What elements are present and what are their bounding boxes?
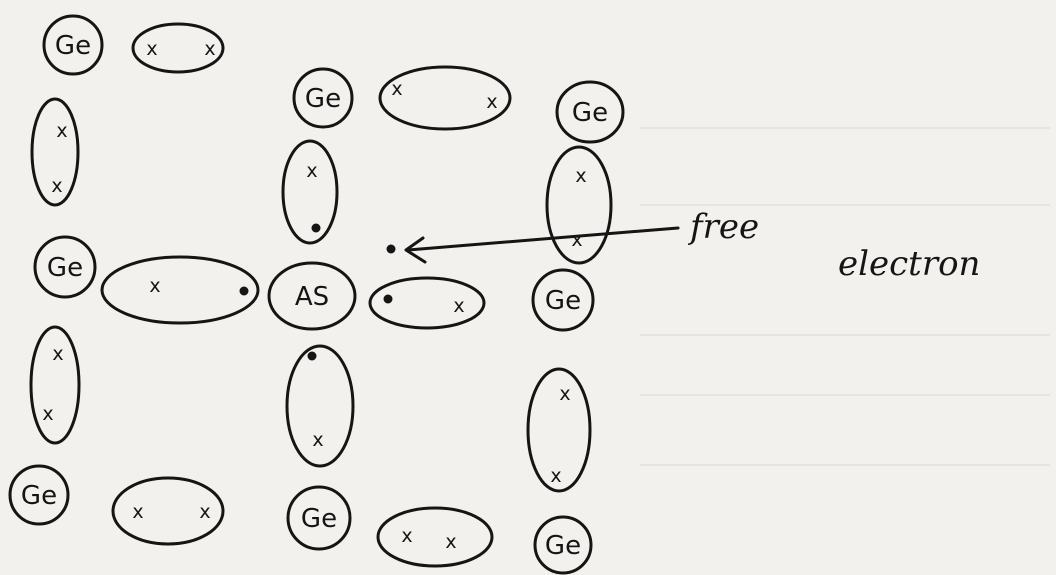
- svg-text:x: x: [42, 403, 53, 425]
- svg-text:x: x: [199, 501, 210, 523]
- svg-text:x: x: [51, 175, 62, 197]
- free-electron-dot: [386, 244, 396, 254]
- svg-text:x: x: [132, 501, 143, 523]
- svg-text:Ge: Ge: [55, 31, 91, 61]
- bond-middle-left-horizontal: x: [100, 255, 260, 325]
- svg-text:x: x: [306, 160, 317, 182]
- bond-bottom-left-horizontal: x x: [111, 476, 225, 546]
- atom-ge-top-left: Ge: [42, 14, 104, 76]
- free-electron-arrow: [404, 226, 680, 264]
- svg-text:x: x: [550, 465, 561, 487]
- atom-ge-top-middle: Ge: [292, 67, 354, 129]
- svg-text:Ge: Ge: [305, 84, 341, 114]
- bond-top-right-horizontal: x x: [378, 65, 512, 131]
- bond-bottom-right-horizontal: x x: [376, 506, 494, 568]
- annotation-electron-label: electron: [838, 244, 980, 284]
- svg-text:x: x: [312, 429, 323, 451]
- svg-text:x: x: [453, 295, 464, 317]
- svg-text:x: x: [56, 120, 67, 142]
- atom-ge-bottom-right: Ge: [533, 515, 593, 575]
- annotation-free-label: free: [687, 207, 759, 247]
- bond-left-lower-vertical: x x: [29, 325, 81, 445]
- svg-text:x: x: [571, 229, 582, 251]
- atom-as-center: AS: [267, 261, 357, 331]
- svg-text:Ge: Ge: [21, 481, 57, 511]
- svg-text:Ge: Ge: [572, 98, 608, 128]
- svg-text:Ge: Ge: [301, 504, 337, 534]
- svg-text:x: x: [575, 165, 586, 187]
- bond-middle-right-horizontal: x: [368, 276, 486, 330]
- atom-ge-middle-left: Ge: [33, 235, 97, 299]
- svg-text:x: x: [146, 38, 157, 60]
- atom-ge-top-right: Ge: [555, 80, 625, 144]
- bond-top-left-horizontal: x x: [131, 22, 225, 74]
- bond-left-upper-vertical: x x: [30, 97, 80, 207]
- svg-text:x: x: [52, 343, 63, 365]
- svg-text:x: x: [204, 38, 215, 60]
- svg-text:Ge: Ge: [545, 286, 581, 316]
- atom-ge-middle-right: Ge: [531, 268, 595, 332]
- bond-right-upper-vertical: x x: [545, 145, 613, 265]
- svg-text:x: x: [559, 383, 570, 405]
- svg-text:x: x: [401, 525, 412, 547]
- atom-ge-bottom-middle: Ge: [286, 485, 352, 551]
- svg-text:x: x: [391, 78, 402, 100]
- svg-text:x: x: [445, 531, 456, 553]
- atom-ge-bottom-left: Ge: [8, 464, 70, 526]
- svg-text:x: x: [149, 275, 160, 297]
- svg-text:x: x: [486, 91, 497, 113]
- svg-text:Ge: Ge: [545, 531, 581, 561]
- svg-text:AS: AS: [295, 282, 329, 312]
- bond-center-upper-vertical: x: [281, 139, 339, 245]
- page-show-through: [640, 127, 1050, 466]
- bond-right-lower-vertical: x x: [526, 367, 592, 493]
- bond-center-lower-vertical: x: [285, 344, 355, 468]
- svg-text:Ge: Ge: [47, 253, 83, 283]
